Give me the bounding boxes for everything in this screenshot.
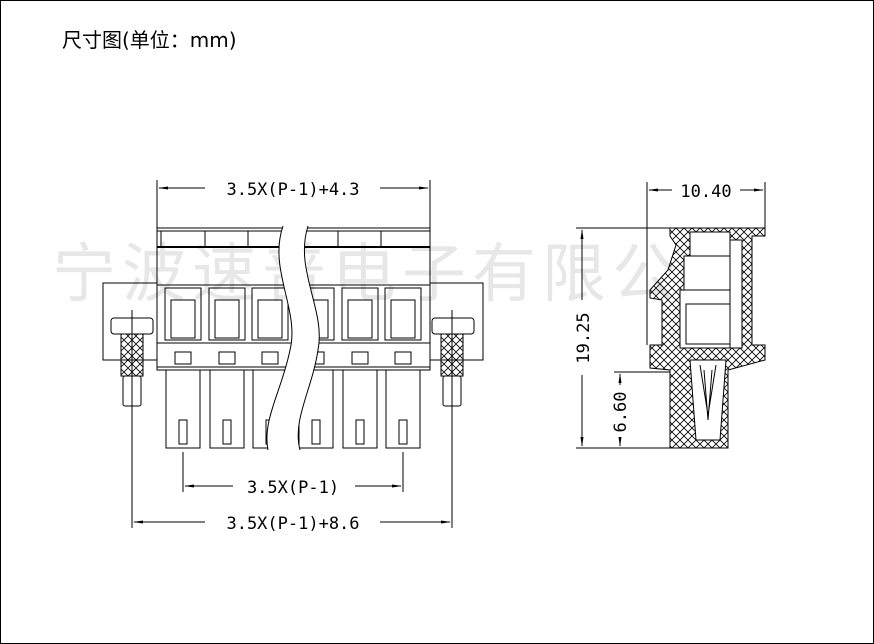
dim-side-height: 19.25 (574, 312, 594, 363)
terminal-leg (209, 369, 245, 449)
wire-entry (164, 287, 202, 341)
side-view: 10.40 19.25 6.60 (574, 182, 766, 449)
terminal-leg (165, 369, 201, 449)
release-window (261, 351, 279, 365)
wire-entry-inner (257, 299, 283, 339)
wire-entry-inner (347, 299, 373, 339)
dim-side-width: 10.40 (680, 182, 731, 202)
dim-pin-length: 6.60 (611, 392, 631, 433)
wire-entry (384, 287, 422, 341)
dim-pitch: 3.5X(P-1) (247, 478, 339, 498)
pin-slot (355, 419, 365, 445)
terminal-leg (342, 369, 378, 449)
pin-slot (222, 419, 232, 445)
release-window (351, 351, 369, 365)
wire-entry (208, 287, 246, 341)
wire-entry-inner (214, 299, 240, 339)
pin-slot (178, 419, 188, 445)
drawing-title: 尺寸图(单位：mm) (62, 28, 237, 52)
dim-bottom-width: 3.5X(P-1)+8.6 (226, 514, 359, 534)
terminal-leg (385, 369, 421, 449)
wire-entry-inner (390, 299, 416, 339)
pin-slot (311, 419, 321, 445)
wire-entry (341, 287, 379, 341)
wire-entry (251, 287, 289, 341)
pin-slot (398, 419, 408, 445)
dim-top-width: 3.5X(P-1)+4.3 (226, 180, 359, 200)
release-window (394, 351, 412, 365)
wire-entry-inner (170, 299, 196, 339)
right-screw (431, 317, 475, 407)
release-window (174, 351, 192, 365)
front-view: 3.5X(P-1)+4.3 3.5X(P-1) 3.5X(P-1)+8.6 (102, 180, 484, 534)
release-window (218, 351, 236, 365)
